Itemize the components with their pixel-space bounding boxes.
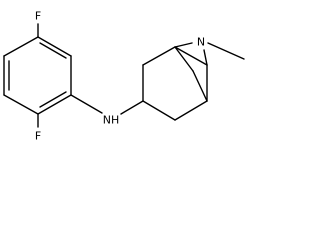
bond-bicycle-3 — [174, 46, 208, 66]
double-bond-inner-2 — [39, 91, 67, 108]
amine-nh-label: NH — [103, 114, 120, 127]
fluorine-bottom-label: F — [35, 130, 41, 143]
bond-bicycle-2 — [142, 46, 176, 66]
bond-ring-nh — [70, 94, 103, 114]
benzene-ring — [3, 36, 72, 115]
tropane-skeleton — [142, 42, 245, 121]
double-bond-inner-1 — [39, 42, 67, 59]
bond-ring-1 — [37, 36, 72, 57]
bond-n-methyl — [207, 42, 245, 60]
bond-ring-4 — [3, 94, 39, 115]
molecule-structure: F F NH N — [3, 10, 245, 143]
bond-bridge-n-right — [203, 49, 208, 66]
bond-ring-3 — [37, 94, 72, 115]
bond-bridge-1 — [174, 46, 194, 72]
bridge-nitrogen-label: N — [197, 36, 205, 49]
bond-nh-bicycle — [120, 100, 144, 115]
bond-bicycle-4 — [142, 100, 176, 121]
bond-bridge-n-left — [174, 42, 193, 48]
bond-bicycle-5 — [174, 100, 208, 121]
fluorine-top-label: F — [35, 10, 41, 23]
bond-bridge-2 — [192, 70, 208, 102]
bond-ring-6 — [3, 36, 39, 57]
